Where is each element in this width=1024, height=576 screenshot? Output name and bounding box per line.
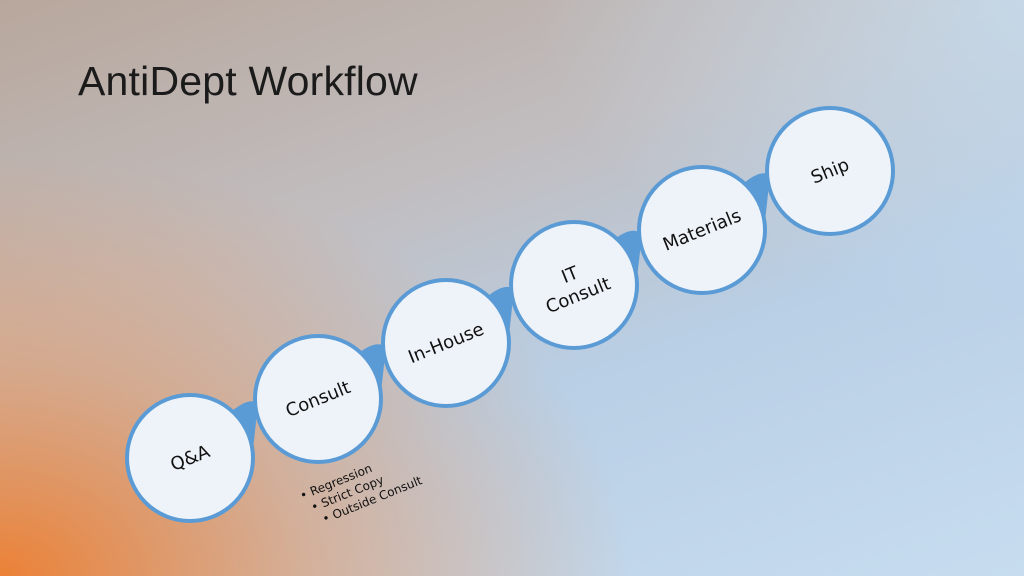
step-in-house: In-House xyxy=(381,278,511,408)
step-circle xyxy=(381,278,511,408)
slide-title: AntiDept Workflow xyxy=(78,58,418,104)
step-qanda: Q&A xyxy=(125,393,255,523)
step-circle xyxy=(253,334,383,464)
step-circle xyxy=(509,220,639,350)
step-consult: Consult xyxy=(253,334,383,464)
step-materials: Materials xyxy=(637,165,767,295)
step-circle xyxy=(765,106,895,236)
step-ship: Ship xyxy=(765,106,895,236)
step-circle xyxy=(637,165,767,295)
step-circle xyxy=(125,393,255,523)
